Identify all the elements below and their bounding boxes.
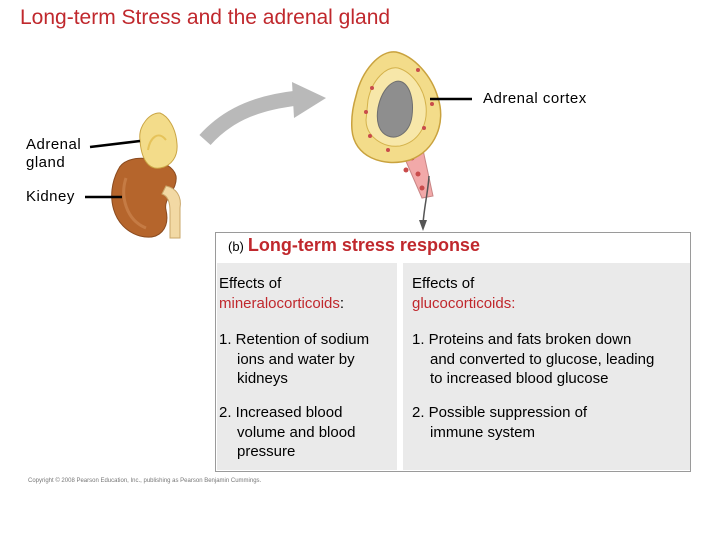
- adrenal-gland-label-line2: gland: [26, 154, 66, 171]
- adrenal-gland-leader-line: [89, 139, 141, 149]
- adrenal-cortex-label: Adrenal cortex: [483, 90, 587, 107]
- mineralocorticoids-term: mineralocorticoids: [219, 294, 340, 312]
- mineralocorticoids-column: [217, 263, 397, 470]
- adrenal-gland-illustration: [139, 112, 178, 169]
- long-term-response-box: (b)Long-term stress response Effects of …: [215, 232, 691, 472]
- mineralocorticoid-effect-1: 1. Retention of sodium ions and water by…: [219, 331, 370, 387]
- panel-letter: (b): [228, 239, 244, 254]
- glucocorticoids-column: [403, 263, 690, 470]
- glucocorticoid-effect-2: 2. Possible suppression of immune system: [412, 404, 588, 441]
- response-box-title: (b)Long-term stress response: [228, 235, 480, 256]
- kidney-label: Kidney: [26, 188, 75, 205]
- response-heading: Long-term stress response: [247, 235, 480, 255]
- page-title: Long-term Stress and the adrenal gland: [20, 6, 391, 29]
- glucocorticoids-term: glucocorticoids:: [412, 294, 516, 312]
- adrenal-cross-section-illustration: [351, 51, 442, 199]
- adrenal-gland-label-line1: Adrenal: [26, 136, 82, 153]
- copyright-notice: Copyright © 2008 Pearson Education, Inc.…: [28, 478, 262, 484]
- glucocorticoids-header: Effects of glucocorticoids:: [412, 275, 516, 312]
- glucocorticoid-effect-1: 1. Proteins and fats broken down and con…: [412, 331, 655, 387]
- kidney-illustration: [111, 157, 181, 239]
- mineralocorticoids-header: Effects of mineralocorticoids:: [219, 275, 345, 312]
- down-arrow-icon: [419, 175, 430, 231]
- curved-arrow-icon: [199, 82, 326, 146]
- mineralocorticoid-effect-2: 2. Increased blood volume and blood pres…: [219, 404, 356, 460]
